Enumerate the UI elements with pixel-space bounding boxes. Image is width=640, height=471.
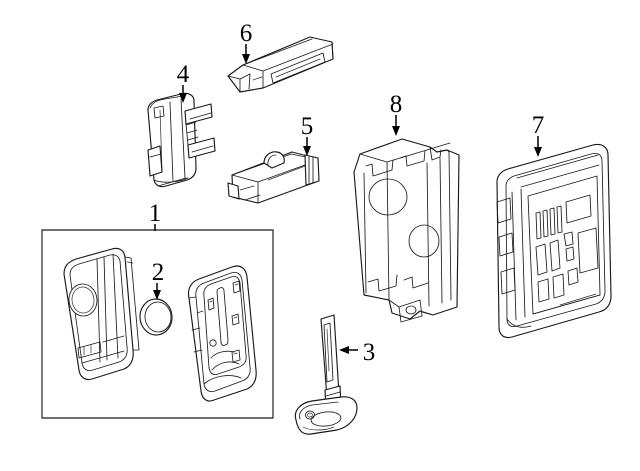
callout-label-8: 8: [390, 91, 403, 118]
antenna-bracket: [147, 92, 216, 188]
emergency-key-blade: [294, 314, 358, 435]
antenna-strip: [227, 36, 334, 93]
leader-3: [339, 346, 358, 354]
callout-label-6: 6: [240, 20, 253, 47]
battery-coin-cell: [139, 298, 173, 336]
callout-label-4: 4: [177, 61, 190, 88]
interior-antenna-module: [227, 151, 320, 204]
body-control-module: [496, 143, 612, 339]
leader-7: [534, 136, 542, 157]
fob-front-cover: [63, 247, 140, 381]
callout-label-1: 1: [149, 200, 162, 227]
callout-label-2: 2: [152, 259, 165, 286]
leader-6: [242, 44, 250, 64]
callout-label-5: 5: [301, 113, 314, 140]
leader-4: [179, 85, 187, 103]
leader-5: [303, 137, 311, 156]
fob-back-cover: [187, 265, 257, 402]
leader-8: [392, 115, 400, 136]
leader-2: [153, 283, 161, 300]
module-mounting-bracket: [353, 138, 460, 323]
callout-label-7: 7: [532, 112, 545, 139]
callout-label-3: 3: [363, 339, 376, 366]
